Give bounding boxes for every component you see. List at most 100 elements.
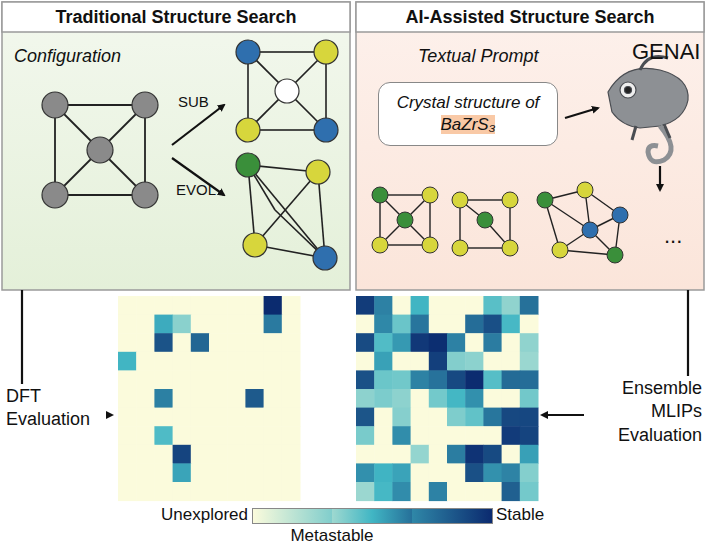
heatmap-cell bbox=[136, 426, 155, 445]
heatmap-cell bbox=[173, 296, 192, 315]
heatmap-cell bbox=[374, 482, 393, 501]
heatmap-cell bbox=[118, 296, 137, 315]
heatmap-cell bbox=[209, 315, 228, 334]
heatmap-cell bbox=[136, 333, 155, 352]
legend-text: Stable bbox=[496, 505, 576, 525]
heatmap-cell bbox=[264, 315, 283, 334]
heatmap-cell bbox=[374, 333, 393, 352]
heatmap-cell bbox=[136, 315, 155, 334]
heatmap-cell bbox=[264, 389, 283, 408]
heatmap-cell bbox=[209, 352, 228, 371]
genai-label: GENAI bbox=[632, 38, 702, 67]
legend-swatch bbox=[332, 508, 412, 524]
heatmap-cell bbox=[483, 315, 502, 334]
heatmap-cell bbox=[483, 482, 502, 501]
heatmap-cell bbox=[173, 333, 192, 352]
prompt-text: Crystal structure of BaZrS₃ bbox=[391, 92, 545, 136]
heatmap-cell bbox=[465, 426, 484, 445]
heatmap-cell bbox=[465, 315, 484, 334]
heatmap-cell bbox=[191, 315, 210, 334]
heatmap-cell bbox=[392, 463, 411, 482]
heatmap-cell bbox=[411, 463, 430, 482]
heatmap-cell bbox=[173, 445, 192, 464]
heatmap-cell bbox=[502, 408, 521, 427]
heatmap-cell bbox=[465, 296, 484, 315]
heatmap-cell bbox=[465, 445, 484, 464]
heatmap-cell bbox=[411, 426, 430, 445]
heatmap-cell bbox=[483, 389, 502, 408]
heatmap-cell bbox=[411, 370, 430, 389]
heatmap-cell bbox=[356, 482, 375, 501]
heatmap-cell bbox=[173, 352, 192, 371]
heatmap-cell bbox=[411, 482, 430, 501]
heatmap-cell bbox=[136, 352, 155, 371]
heatmap-cell bbox=[118, 463, 137, 482]
operation-label: SUB bbox=[178, 92, 228, 112]
heatmap-cell bbox=[282, 445, 301, 464]
heatmap-cell bbox=[227, 426, 246, 445]
heatmap-cell bbox=[264, 463, 283, 482]
heatmap-cell bbox=[136, 370, 155, 389]
heatmap-cell bbox=[136, 482, 155, 501]
heatmap-cell bbox=[209, 445, 228, 464]
heatmap-cell bbox=[245, 408, 264, 427]
heatmap-cell bbox=[282, 352, 301, 371]
heatmap-cell bbox=[447, 333, 466, 352]
heatmap-cell bbox=[118, 482, 137, 501]
heatmap-cell bbox=[411, 352, 430, 371]
heatmap-cell bbox=[520, 408, 539, 427]
heatmap-cell bbox=[282, 296, 301, 315]
heatmap-cell bbox=[447, 352, 466, 371]
heatmap-cell bbox=[154, 333, 173, 352]
heatmap-cell bbox=[429, 352, 448, 371]
heatmap-cell bbox=[264, 352, 283, 371]
heatmap-cell bbox=[264, 408, 283, 427]
heatmap-cell bbox=[282, 482, 301, 501]
heatmap-cell bbox=[154, 463, 173, 482]
heatmap-cell bbox=[429, 333, 448, 352]
heatmap-cell bbox=[502, 389, 521, 408]
heatmap-cell bbox=[392, 426, 411, 445]
heatmap-cell bbox=[191, 296, 210, 315]
heatmap-cell bbox=[356, 370, 375, 389]
heatmap-cell bbox=[483, 445, 502, 464]
heatmap-cell bbox=[447, 389, 466, 408]
heatmap-cell bbox=[136, 389, 155, 408]
heatmap-cell bbox=[465, 389, 484, 408]
heatmap-cell bbox=[118, 445, 137, 464]
heatmap-cell bbox=[118, 352, 137, 371]
heatmap-cell bbox=[429, 370, 448, 389]
heatmap-cell bbox=[429, 482, 448, 501]
heatmap-cell bbox=[245, 315, 264, 334]
heatmap-cell bbox=[520, 463, 539, 482]
heatmap-cell bbox=[245, 333, 264, 352]
heatmap-cell bbox=[191, 445, 210, 464]
heatmap-cell bbox=[411, 408, 430, 427]
heatmap-cell bbox=[191, 389, 210, 408]
heatmap-cell bbox=[483, 463, 502, 482]
heatmap-cell bbox=[191, 370, 210, 389]
heatmap-cell bbox=[264, 445, 283, 464]
heatmap-cell bbox=[465, 408, 484, 427]
heatmap-cell bbox=[483, 426, 502, 445]
heatmap-cell bbox=[374, 426, 393, 445]
heatmap-cell bbox=[483, 408, 502, 427]
heatmap-cell bbox=[227, 296, 246, 315]
heatmap-cell bbox=[429, 315, 448, 334]
heatmap-cell bbox=[191, 352, 210, 371]
heatmap-cell bbox=[282, 426, 301, 445]
heatmap-cell bbox=[245, 463, 264, 482]
heatmap-cell bbox=[392, 315, 411, 334]
heatmap-cell bbox=[502, 445, 521, 464]
heatmap-cell bbox=[520, 370, 539, 389]
heatmap-cell bbox=[118, 389, 137, 408]
heatmap-cell bbox=[429, 408, 448, 427]
heatmap-cell bbox=[502, 370, 521, 389]
heatmap-cell bbox=[392, 370, 411, 389]
heatmap-cell bbox=[429, 389, 448, 408]
heatmap-cell bbox=[447, 296, 466, 315]
heatmap-cell bbox=[520, 315, 539, 334]
heatmap-cell bbox=[227, 352, 246, 371]
heatmap-cell bbox=[264, 370, 283, 389]
heatmap-cell bbox=[429, 426, 448, 445]
